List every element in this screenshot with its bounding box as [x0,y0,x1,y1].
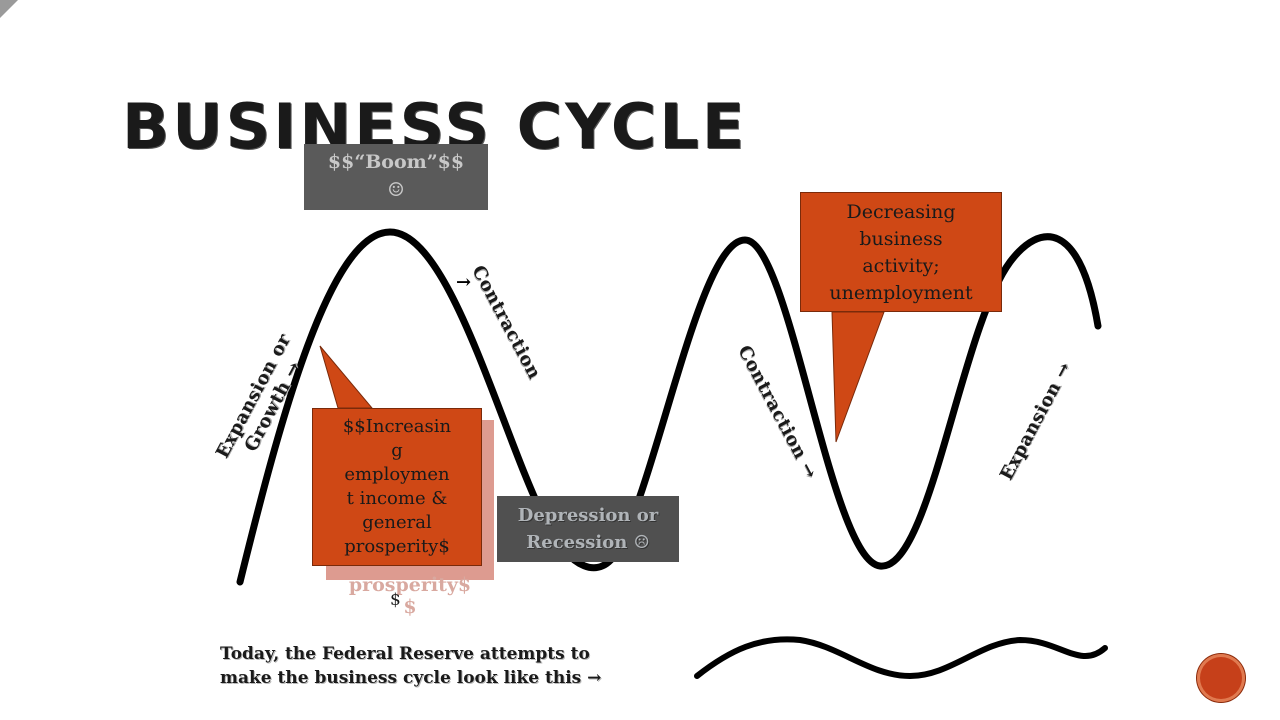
callout-line: general [362,512,432,533]
callout-decreasing: Decreasing business activity; unemployme… [800,192,1002,312]
cycle-wave [236,228,1102,586]
callout-increasing: $$Increasin g employmen t income & gener… [312,408,482,566]
corner-ornament [0,0,18,18]
depression-box: Depression or Recession ☹ [497,496,679,562]
callout-line: $$Increasin [342,416,452,437]
callout-line: Decreasing [846,201,956,223]
boom-box: $$“Boom”$$ ☺ [304,144,488,210]
callout-line: t income & [346,488,448,509]
footer-line1: Today, the Federal Reserve attempts to [220,644,590,664]
callout-line: activity; [862,255,940,277]
depression-line2: Recession ☹ [526,532,650,553]
callout-trailing: $ [390,590,401,610]
smiley-icon: ☺ [387,179,405,201]
callout-line: business [859,228,943,250]
ghost-text: prosperity$ $ [330,574,490,618]
callout-line: employmen [344,464,450,485]
arrow-right-icon: → [456,272,472,293]
boom-text: $$“Boom”$$ [327,151,465,173]
ghost-line2: $ [403,596,417,618]
depression-line1: Depression or [517,505,659,526]
callout-line: prosperity$ [344,536,450,557]
callout-line: unemployment [829,282,973,304]
ghost-line1: prosperity$ [348,574,472,596]
callout-line: g [391,440,403,461]
callout-tail-left [319,345,374,409]
slide-nav-button[interactable] [1197,654,1245,702]
footer-note: Today, the Federal Reserve attempts to m… [220,642,601,690]
footer-line2: make the business cycle look like this → [220,668,602,688]
callout-tail-right [831,311,885,443]
smoothed-wave [694,636,1108,680]
